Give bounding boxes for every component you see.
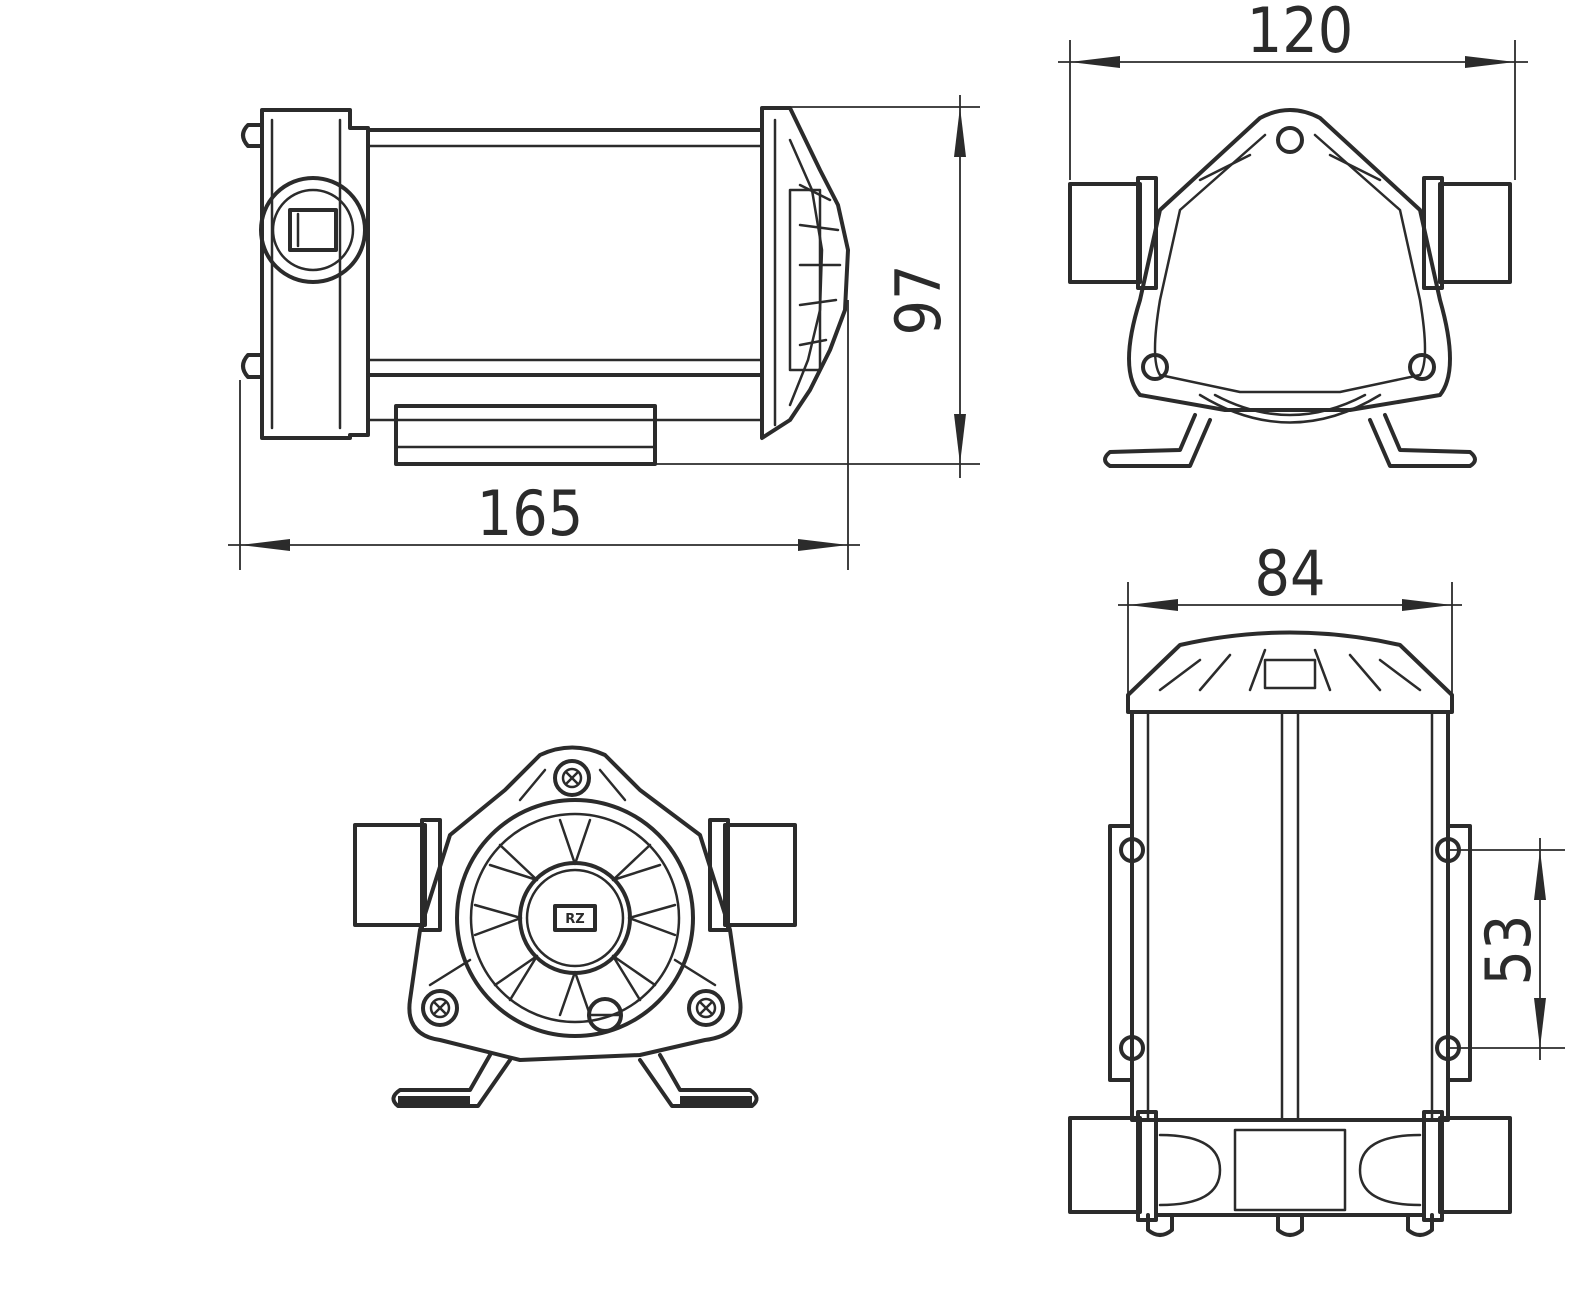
end-view: 120 — [1058, 0, 1528, 468]
side-view: 165 97 — [228, 95, 980, 570]
logo-text: RZ — [565, 912, 584, 927]
body-width-dimension-label: 84 — [1255, 537, 1326, 610]
mount-spacing-dimension-label: 53 — [1472, 915, 1545, 986]
front-view: RZ — [353, 745, 797, 1108]
port-width-dimension-label: 120 — [1247, 0, 1353, 67]
length-dimension-label: 165 — [477, 477, 583, 550]
top-view: 84 53 — [1068, 537, 1565, 1237]
height-dimension-label: 97 — [882, 265, 955, 336]
